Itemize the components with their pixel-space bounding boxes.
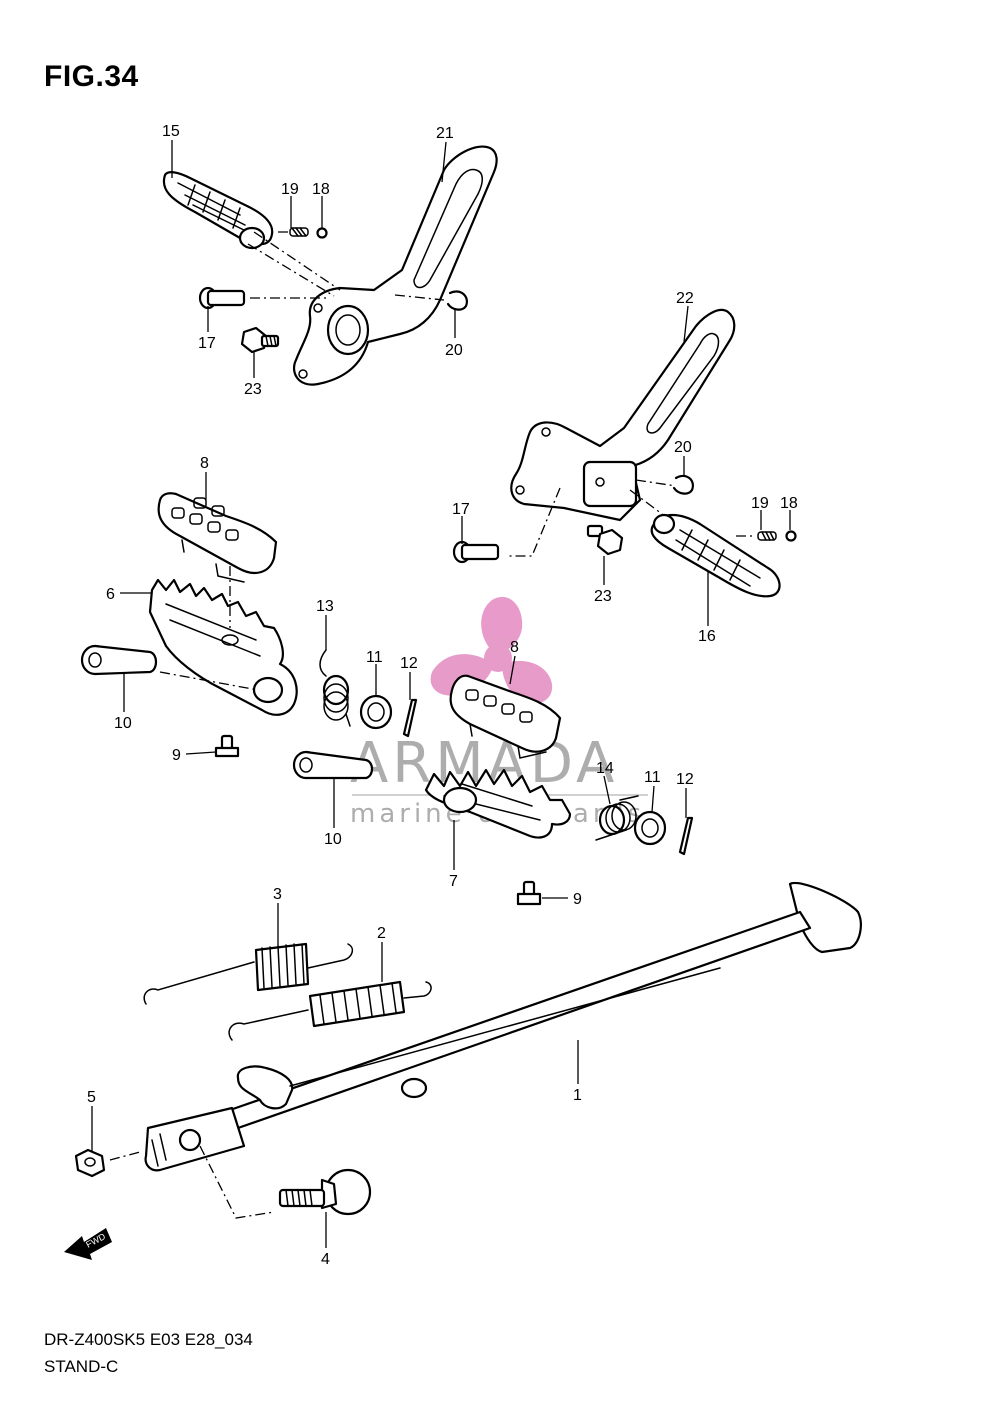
callout-18: 18 [312, 181, 330, 198]
footrest-15 [162, 171, 274, 250]
bolt-9a [214, 734, 240, 758]
model-code: DR-Z400SK5 E03 E28_034 [44, 1330, 253, 1349]
footpeg-7 [424, 768, 572, 839]
callouts: 15 21 19 18 17 20 23 22 20 19 18 17 23 1… [87, 123, 798, 1268]
bolt-4 [199, 1145, 372, 1219]
spring-14 [595, 795, 639, 841]
callout-8: 8 [510, 639, 519, 656]
pin-10b [292, 750, 374, 780]
callout-2: 2 [377, 925, 386, 942]
callout-22: 22 [676, 290, 694, 307]
callout-1: 1 [573, 1087, 582, 1104]
clip-20b [672, 474, 694, 495]
washer-11a [359, 694, 393, 730]
callout-12: 12 [400, 655, 418, 672]
spring-19b [757, 531, 777, 541]
pin-10a [80, 644, 259, 691]
clip-20a [446, 290, 468, 311]
cotter-12b [678, 816, 694, 856]
side-stand-1 [144, 881, 862, 1172]
callout-9: 9 [573, 891, 582, 908]
ball-18b [785, 530, 797, 542]
callout-11: 11 [366, 649, 383, 666]
bracket-22 [506, 308, 736, 557]
callout-11: 11 [644, 769, 661, 786]
bolt-23a [240, 326, 280, 354]
pad-8a [157, 492, 278, 583]
callout-19: 19 [281, 181, 299, 198]
pad-8b [449, 674, 562, 759]
pin-17b [452, 540, 500, 564]
bolt-9b [516, 880, 542, 906]
callout-15: 15 [162, 123, 180, 140]
callout-10: 10 [324, 831, 342, 848]
cotter-12a [402, 698, 418, 738]
callout-14: 14 [596, 760, 614, 777]
callout-10: 10 [114, 715, 132, 732]
footrest-16 [650, 513, 781, 598]
callout-16: 16 [698, 628, 716, 645]
callout-20: 20 [445, 342, 463, 359]
callout-13: 13 [316, 598, 334, 615]
ball-18a [316, 227, 328, 239]
spring-3 [143, 942, 354, 1005]
callout-3: 3 [273, 886, 282, 903]
section-name: STAND-C [44, 1357, 119, 1376]
callout-4: 4 [321, 1251, 330, 1268]
callout-20: 20 [674, 439, 692, 456]
callout-6: 6 [106, 586, 115, 603]
callout-19: 19 [751, 495, 769, 512]
nut-5 [74, 1148, 141, 1178]
bracket-21 [247, 145, 498, 386]
callout-5: 5 [87, 1089, 96, 1106]
callout-9: 9 [172, 747, 181, 764]
bolt-23b [586, 524, 624, 556]
leader-lines [91, 140, 791, 1248]
callout-23: 23 [244, 381, 262, 398]
callout-21: 21 [436, 125, 454, 142]
callout-8: 8 [200, 455, 209, 472]
spring-13 [319, 649, 351, 727]
spring-2 [228, 980, 432, 1041]
callout-18: 18 [780, 495, 798, 512]
watermark: ARMADA marine outboards [350, 596, 648, 829]
spring-19a [289, 227, 309, 237]
callout-7: 7 [449, 873, 458, 890]
callout-12: 12 [676, 771, 694, 788]
footpeg-6 [148, 566, 298, 716]
callout-23: 23 [594, 588, 612, 605]
callout-17: 17 [452, 501, 470, 518]
figure-title: FIG.34 [44, 60, 139, 93]
callout-17: 17 [198, 335, 216, 352]
washer-11b [633, 810, 667, 846]
pin-17a [198, 286, 246, 310]
fwd-arrow-icon: FWD [64, 1228, 112, 1260]
